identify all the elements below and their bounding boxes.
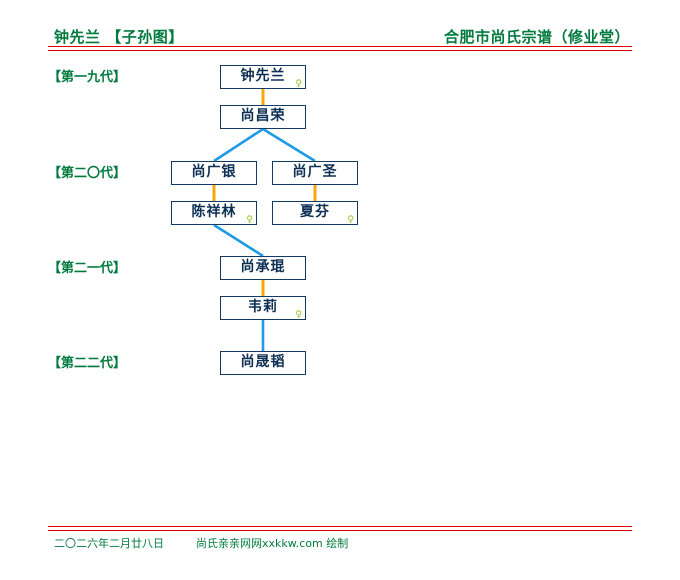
header-rule-lower xyxy=(48,50,632,51)
page-footer: 二〇二六年二月廿八日 尚氏亲亲网网xxkkw.com 绘制 xyxy=(48,535,632,553)
generation-label-2: 【第二〇代】 xyxy=(48,166,127,181)
person-box-韦莉[interactable]: 韦莉 ♀ xyxy=(220,296,306,320)
generation-label-1: 【第一九代】 xyxy=(48,70,127,85)
link-child-尚昌荣-尚广银 xyxy=(213,127,264,163)
footer-rule-lower xyxy=(48,530,632,531)
person-name: 夏芬 xyxy=(300,204,330,220)
page-title-right: 合肥市尚氏宗谱（修业堂） xyxy=(443,28,630,46)
link-child-陈祥林-尚承琨 xyxy=(213,223,264,258)
person-name: 韦莉 xyxy=(248,299,278,315)
person-box-陈祥林[interactable]: 陈祥林 ♀ xyxy=(171,201,257,225)
person-box-钟先兰[interactable]: 钟先兰 ♀ xyxy=(220,65,306,89)
person-name: 钟先兰 xyxy=(240,68,286,84)
female-symbol-icon: ♀ xyxy=(295,310,302,320)
page-title-left: 钟先兰 【子孙图】 xyxy=(54,28,184,46)
person-box-尚昌荣[interactable]: 尚昌荣 xyxy=(220,105,306,129)
link-child-尚昌荣-尚广圣 xyxy=(262,127,316,163)
person-name: 尚昌荣 xyxy=(240,108,286,124)
person-name: 尚广银 xyxy=(191,164,237,180)
footer-site-credit: 尚氏亲亲网网xxkkw.com 绘制 xyxy=(196,537,349,550)
person-box-尚广银[interactable]: 尚广银 xyxy=(171,161,257,185)
person-name: 尚广圣 xyxy=(292,164,338,180)
female-symbol-icon: ♀ xyxy=(246,215,253,225)
person-name: 尚晟韬 xyxy=(240,354,286,370)
person-box-尚广圣[interactable]: 尚广圣 xyxy=(272,161,358,185)
generation-label-3: 【第二一代】 xyxy=(48,261,127,276)
person-name: 陈祥林 xyxy=(191,204,237,220)
person-name: 尚承琨 xyxy=(240,259,286,275)
generation-label-4: 【第二二代】 xyxy=(48,356,127,371)
header-rule-upper xyxy=(48,46,632,47)
page-header: 钟先兰 【子孙图】 合肥市尚氏宗谱（修业堂） xyxy=(48,26,632,48)
footer-rule-upper xyxy=(48,526,632,527)
person-box-尚晟韬[interactable]: 尚晟韬 xyxy=(220,351,306,375)
person-box-尚承琨[interactable]: 尚承琨 xyxy=(220,256,306,280)
female-symbol-icon: ♀ xyxy=(347,215,354,225)
footer-date: 二〇二六年二月廿八日 xyxy=(54,537,164,550)
person-box-夏芬[interactable]: 夏芬 ♀ xyxy=(272,201,358,225)
female-symbol-icon: ♀ xyxy=(295,79,302,89)
